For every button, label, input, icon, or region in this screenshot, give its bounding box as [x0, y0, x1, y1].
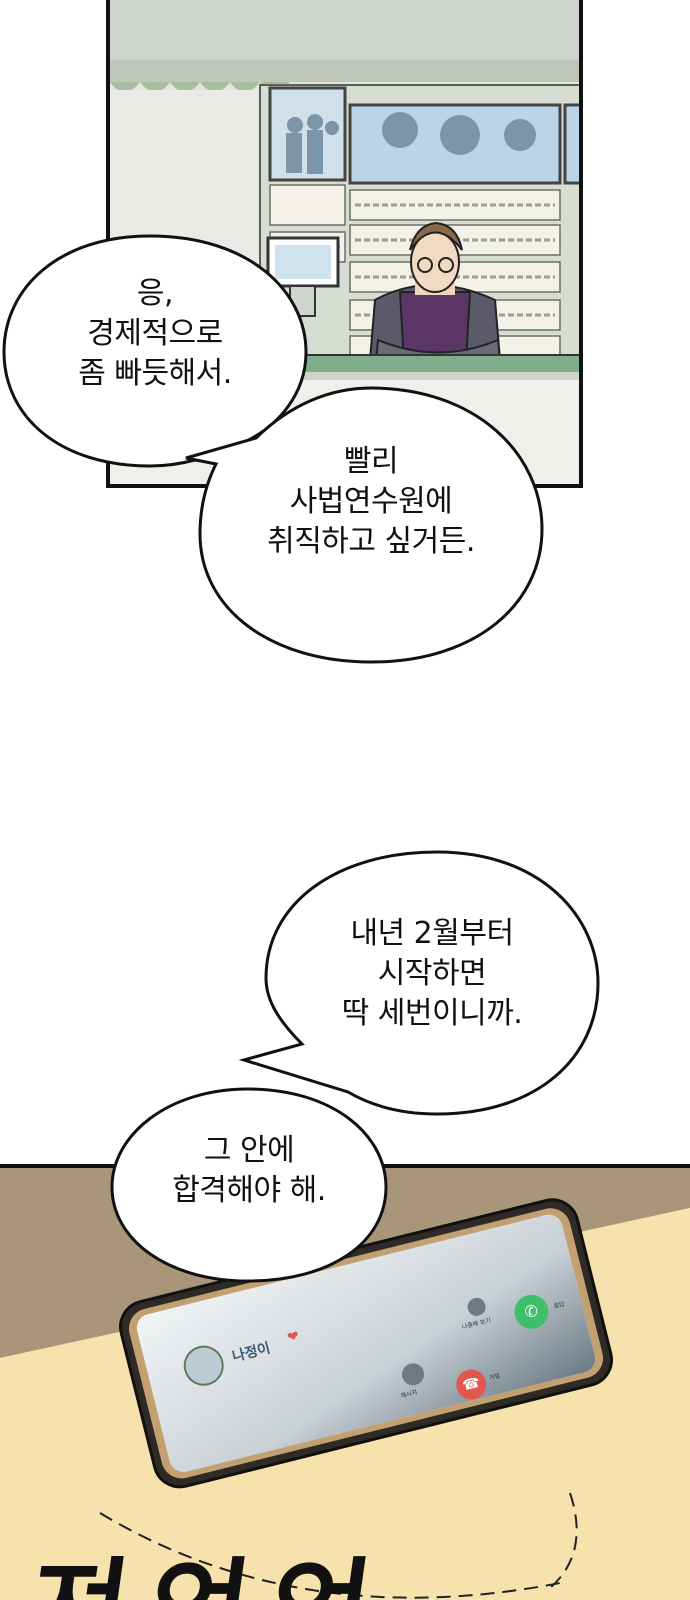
bubble-1-text: 응, 경제적으로 좀 빠듯해서.: [0, 274, 310, 394]
accept-label: 응답: [553, 1300, 566, 1311]
phone-hangup-icon: ☎: [460, 1374, 482, 1395]
caller-avatar: [179, 1341, 228, 1390]
speech-bubble-4: 그 안에 합격해야 해.: [108, 1085, 390, 1285]
bubble-line: 시작하면: [377, 956, 487, 991]
store-illustration: [110, 0, 579, 484]
phone-icon: ✆: [522, 1300, 541, 1323]
bubble-line: 취직하고 싶거든.: [267, 524, 475, 559]
speech-bubble-2: 빨리 사법연수원에 취직하고 싶거든.: [185, 384, 546, 666]
bubble-line: 응,: [136, 276, 174, 311]
decline-button[interactable]: ☎: [453, 1366, 490, 1403]
panel-convenience-store: [106, 0, 583, 488]
speech-bubble-1: 응, 경제적으로 좀 빠듯해서.: [0, 232, 310, 477]
later-button[interactable]: [465, 1296, 488, 1318]
bubble-line: 딱 세번이니까.: [341, 996, 523, 1031]
bubble-4-text: 그 안에 합격해야 해.: [108, 1131, 390, 1211]
panel-phone-on-desk: 나정이 ❤ 메시지 ☎ 거절 나중에 보기 ✆ 응답 져 언 언: [0, 1164, 690, 1600]
bubble-line: 내년 2월부터: [350, 916, 514, 951]
bubble-3-text: 내년 2월부터 시작하면 딱 세번이니까.: [262, 914, 602, 1034]
bubble-line: 합격해야 해.: [172, 1173, 326, 1208]
later-label: 나중에 보기: [461, 1317, 492, 1331]
bubble-2-text: 빨리 사법연수원에 취직하고 싶거든.: [196, 442, 546, 562]
caller-name: 나정이: [230, 1340, 273, 1366]
decline-label: 거절: [488, 1372, 501, 1382]
message-label: 메시지: [400, 1388, 418, 1400]
bubble-line: 빨리: [343, 444, 399, 479]
accept-button[interactable]: ✆: [510, 1291, 553, 1333]
sound-effect-text: 져 언 언: [19, 1523, 374, 1600]
bubble-line: 그 안에: [203, 1133, 295, 1168]
bubble-line: 경제적으로: [87, 316, 223, 351]
heart-icon: ❤: [285, 1327, 301, 1347]
bubble-line: 사법연수원에: [289, 484, 453, 519]
message-button[interactable]: [399, 1360, 427, 1388]
speech-bubble-3: 내년 2월부터 시작하면 딱 세번이니까.: [238, 848, 602, 1118]
bubble-line: 좀 빠듯해서.: [78, 356, 232, 391]
